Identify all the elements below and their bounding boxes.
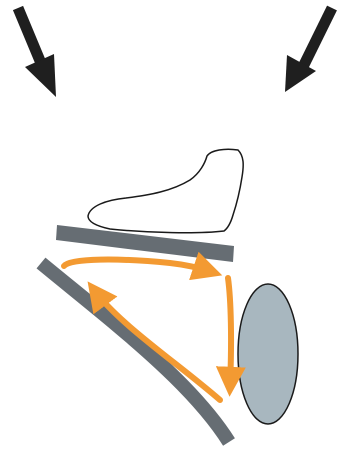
orange-arrow-top xyxy=(61,251,223,281)
right-incoming-arrow xyxy=(285,5,337,92)
oval-shape xyxy=(237,283,299,425)
orange-arrow-diagonal xyxy=(87,281,223,403)
curved-side-bar xyxy=(36,257,235,446)
left-incoming-arrow xyxy=(12,5,56,97)
orange-arrow-right xyxy=(215,275,246,397)
foot-outline xyxy=(87,148,244,234)
orange-cycle-arrows xyxy=(61,251,246,403)
